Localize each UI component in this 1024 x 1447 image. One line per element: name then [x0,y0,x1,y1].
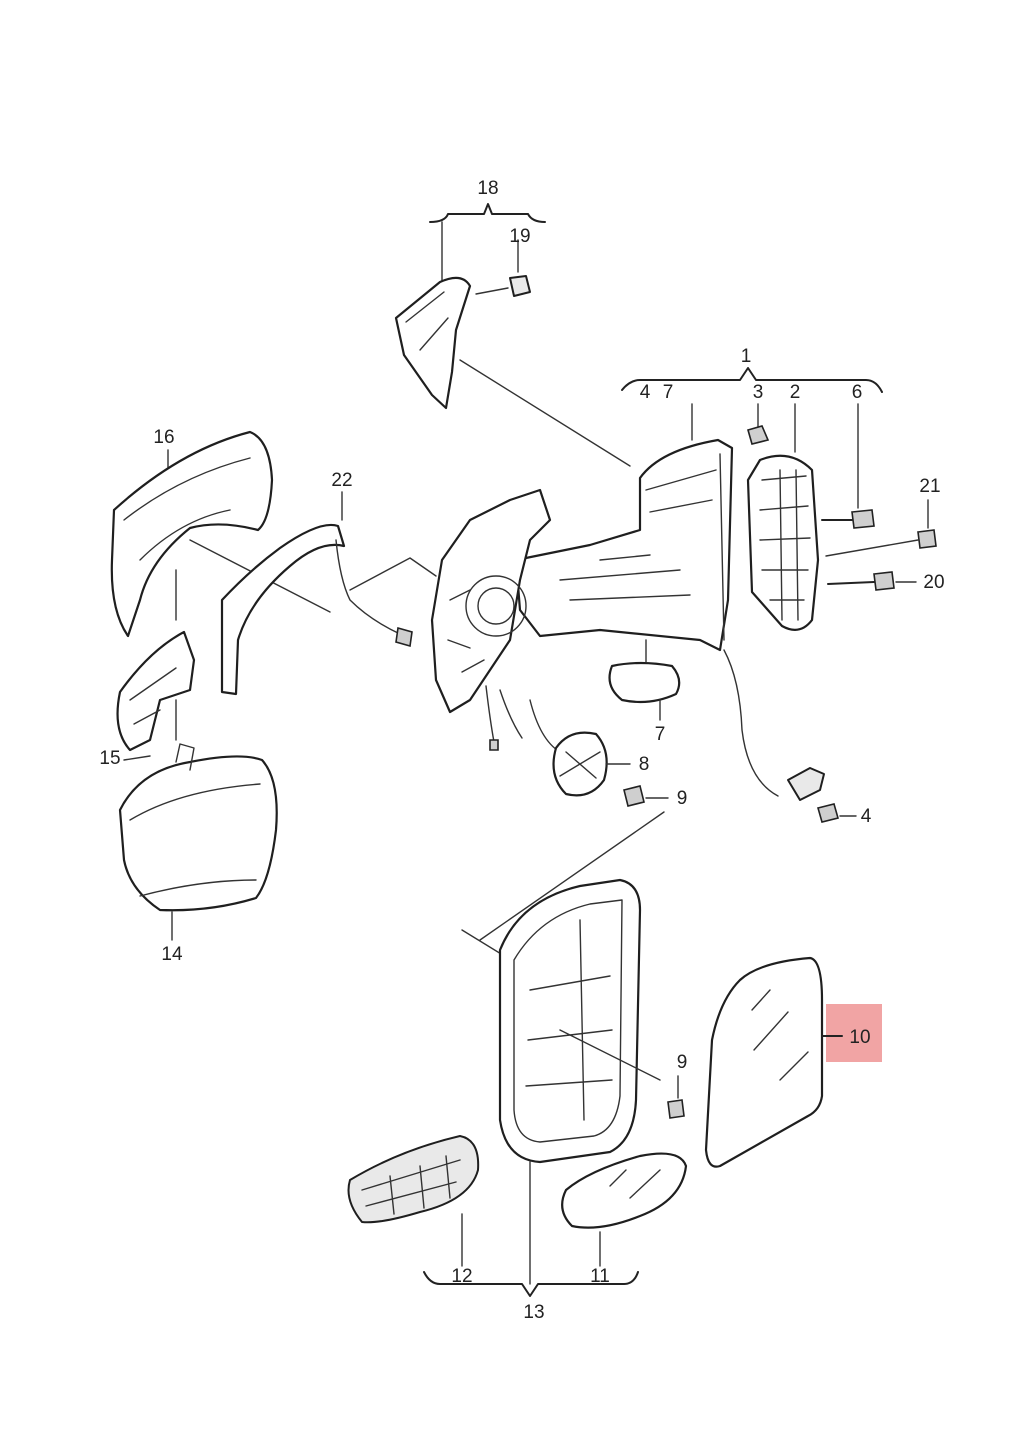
highlight-box [826,1004,882,1062]
indicator-12 [347,1135,480,1224]
connector-4 [787,767,825,801]
label-20: 20 [923,572,944,593]
part-18-group: 18 19 [394,178,631,467]
screw-6 [851,509,875,529]
label-3: 3 [753,382,764,403]
trim-22 [220,523,346,696]
label-4-top: 4 [640,382,651,403]
label-22: 22 [331,470,352,491]
label-21: 21 [919,476,940,497]
label-12: 12 [451,1266,472,1287]
motor-plate-group: 21 20 [746,454,945,631]
mirror-cap-16 [110,430,274,638]
label-7-bottom: 7 [655,724,666,745]
label-7-top: 7 [663,382,674,403]
label-8: 8 [639,754,650,775]
label-14: 14 [161,944,183,965]
left-parts: 16 22 15 14 [99,427,437,965]
mirror-arm-assembly: 4 [430,425,872,827]
label-1: 1 [741,346,752,367]
part-1-group: 1 4 7 3 2 6 [621,346,883,509]
housing-14 [118,755,278,912]
label-6: 6 [852,382,863,403]
lower-mirror-assembly: 9 10 11 12 13 [347,878,882,1323]
mirror-frame-13 [498,878,642,1164]
cover-7 [608,661,681,704]
label-10: 10 [849,1027,870,1048]
part-7-8-9: 7 8 9 [479,639,688,941]
label-9-bottom: 9 [677,1052,688,1073]
label-2: 2 [790,382,801,403]
label-11: 11 [590,1266,610,1287]
label-16: 16 [153,427,174,448]
label-9-top: 9 [677,788,688,809]
screw-9-lower [667,1099,685,1119]
label-15: 15 [99,748,120,769]
screw-20 [873,571,895,591]
screw-9 [623,785,645,807]
mirror-trim-cap [394,276,472,410]
label-4-bottom: 4 [861,806,872,827]
bracket-15 [116,630,196,752]
label-13: 13 [523,1302,544,1323]
screw-21 [917,529,937,549]
clip-19 [509,275,531,297]
base-mount [430,488,552,714]
label-19: 19 [509,226,530,247]
motor-plate [746,454,820,631]
mirror-glass-10 [704,956,824,1168]
mirror-arm [514,438,734,652]
label-18: 18 [477,178,498,199]
glass-11 [561,1152,688,1229]
